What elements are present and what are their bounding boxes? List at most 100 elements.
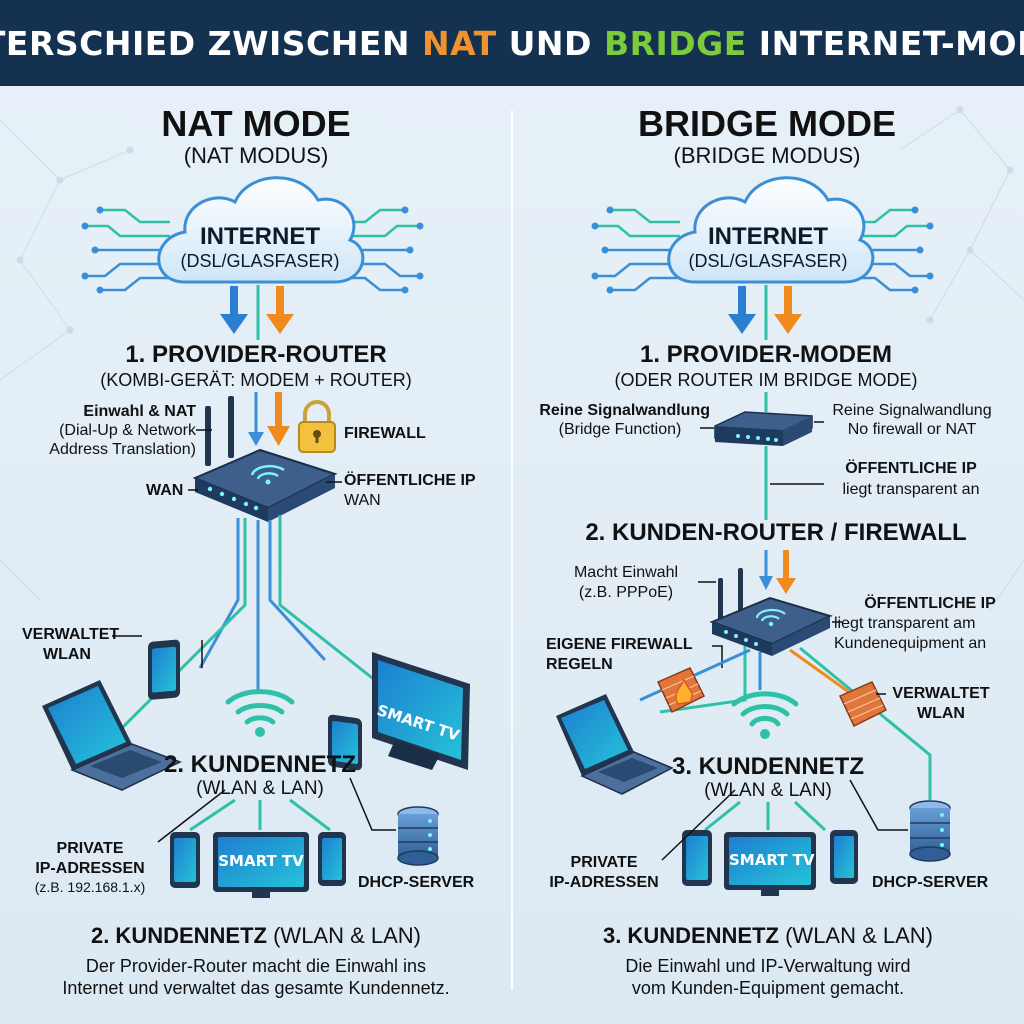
bridge-mode-subtitle: (BRIDGE MODUS) — [673, 143, 861, 168]
nat-bottom-cables — [189, 798, 331, 832]
page-title: UNTERSCHIED ZWISCHEN NAT UND BRIDGE INTE… — [0, 24, 1024, 63]
nat-firewall-label: FIREWALL — [344, 425, 426, 442]
nat-cloud-title: INTERNET — [200, 223, 320, 250]
nat-laptop-icon — [42, 680, 182, 791]
nat-footer-title: 2. KUNDENNETZ (WLAN & LAN) — [40, 923, 472, 949]
background-network-pattern — [0, 106, 1024, 611]
nat-router-icon — [192, 396, 338, 522]
bridge-footer-line2: vom Kunden-Equipment gemacht. — [631, 978, 905, 998]
bridge-cloud-arrows — [728, 285, 802, 340]
nat-wifi-icon — [225, 689, 295, 725]
title-nat: NAT — [422, 23, 497, 63]
nat-footer-line2: Internet und verwaltet das gesamte Kunde… — [62, 978, 450, 998]
bridge-section1-subtitle: (ODER ROUTER IM BRIDGE MODE) — [614, 370, 918, 390]
title-bridge: BRIDGE — [603, 23, 747, 63]
bridge-signal-right-line1: Reine Signalwandlung — [832, 402, 992, 419]
nat-smart-tv-big-icon — [372, 652, 470, 770]
bridge-network-subtitle: (WLAN & LAN) — [704, 780, 832, 801]
bridge-private-line1: PRIVATE — [570, 854, 638, 871]
nat-cloud-arrows — [220, 285, 294, 340]
bridge-bottom-cables — [704, 800, 827, 832]
nat-firewall-lock-icon — [298, 400, 336, 453]
nat-dhcp-label: DHCP-SERVER — [358, 874, 475, 891]
bridge-router-arrows — [759, 550, 796, 594]
bridge-signal-left-line1: Reine Signalwandlung — [539, 402, 710, 419]
nat-callout-lines-top — [188, 429, 342, 491]
bridge-callout-lines-mid — [698, 581, 842, 668]
bridge-public-ip2-line1: liegt transparent am — [834, 615, 976, 632]
bridge-signal-right-line2: No firewall or NAT — [847, 421, 977, 438]
nat-mode-title: NAT MODE — [161, 103, 351, 144]
bridge-signal-left-line2: (Bridge Function) — [558, 421, 682, 438]
bridge-own-firewall-line2: REGELN — [546, 656, 613, 673]
nat-section1-title: 1. PROVIDER-ROUTER — [125, 341, 387, 368]
nat-verwaltet-line1: VERWALTET — [22, 626, 120, 643]
bridge-section2-title: 2. KUNDEN-ROUTER / FIREWALL — [585, 519, 967, 546]
bridge-firewall-brick-icon-right — [838, 681, 888, 728]
nat-mode-subtitle: (NAT MODUS) — [183, 143, 329, 168]
nat-footer-title-bold: 2. KUNDENNETZ — [90, 923, 267, 948]
nat-wan-label: WAN — [146, 482, 184, 499]
nat-network-subtitle: (WLAN & LAN) — [196, 778, 324, 799]
nat-bottom-tv-label: SMART TV — [218, 852, 304, 870]
nat-bottom-phone-icon — [170, 832, 200, 888]
bridge-footer-title-normal: (WLAN & LAN) — [778, 923, 934, 948]
bridge-public-ip2-title: ÖFFENTLICHE IP — [864, 595, 996, 612]
bridge-bottom-tv-icon — [724, 832, 816, 896]
title-banner: UNTERSCHIED ZWISCHEN NAT UND BRIDGE INTE… — [0, 0, 1024, 86]
bridge-einwahl-line2: (z.B. PPPoE) — [578, 584, 674, 601]
nat-phone-icon — [148, 639, 180, 700]
nat-einwahl-line1: (Dial-Up & Network — [59, 422, 196, 439]
nat-section1-subtitle: (KOMBI-GERÄT: MODEM + ROUTER) — [100, 370, 412, 390]
bridge-callout-lines-top — [700, 421, 824, 485]
bridge-verwaltet-line1: VERWALTET — [892, 685, 990, 702]
nat-callout-lines-bottom — [112, 635, 396, 843]
bridge-dhcp-server-icon — [909, 800, 951, 862]
bridge-verwaltet-line2: WLAN — [917, 705, 965, 722]
center-divider — [511, 110, 513, 990]
nat-footer-title-normal: (WLAN & LAN) — [266, 923, 422, 948]
bridge-firewall-brick-icon-left — [656, 667, 706, 714]
nat-tablet-icon — [328, 714, 362, 771]
nat-private-line1: PRIVATE — [56, 840, 124, 857]
bridge-footer-line1: Die Einwahl und IP-Verwaltung wird — [625, 956, 911, 976]
bridge-section1-title: 1. PROVIDER-MODEM — [639, 341, 893, 368]
bridge-bottom-phone-icon — [682, 830, 712, 886]
nat-einwahl-title: Einwahl & NAT — [83, 403, 196, 420]
bridge-laptop-icon — [556, 694, 674, 795]
nat-public-ip-title: ÖFFENTLICHE IP — [344, 472, 476, 489]
nat-einwahl-line2: Address Translation) — [49, 441, 196, 458]
bridge-footer-title: 3. KUNDENNETZ (WLAN & LAN) — [552, 923, 984, 949]
nat-public-ip-sub: WAN — [344, 492, 381, 509]
nat-network-title: 2. KUNDENNETZ — [163, 751, 356, 778]
bridge-dhcp-label: DHCP-SERVER — [872, 874, 989, 891]
bridge-callout-lines-bottom — [661, 779, 908, 861]
bridge-mode-title: BRIDGE MODE — [637, 103, 896, 144]
nat-cloud-circuit-lines — [81, 206, 424, 294]
nat-dhcp-server-icon — [397, 806, 439, 866]
bridge-einwahl-line1: Macht Einwahl — [573, 564, 679, 581]
nat-footer-line1: Der Provider-Router macht die Einwahl in… — [85, 956, 427, 976]
bridge-footer-title-bold: 3. KUNDENNETZ — [602, 923, 779, 948]
bridge-bottom-tablet-icon — [830, 830, 858, 884]
nat-bottom-tv-icon — [213, 832, 309, 898]
nat-router-arrows — [248, 392, 290, 446]
nat-bottom-tablet-icon — [318, 832, 346, 886]
bridge-public-ip1-sub: liegt transparent an — [842, 481, 980, 498]
bridge-bottom-tv-label: SMART TV — [729, 851, 815, 869]
bridge-cloud-title: INTERNET — [708, 223, 828, 250]
nat-cloud-icon — [157, 176, 365, 284]
bridge-cloud-subtitle: (DSL/GLASFASER) — [688, 251, 848, 271]
bridge-network-title: 3. KUNDENNETZ — [671, 753, 864, 780]
nat-verwaltet-line2: WLAN — [43, 646, 91, 663]
title-part-2: UND — [496, 23, 604, 63]
nat-cloud-subtitle: (DSL/GLASFASER) — [180, 251, 340, 271]
bridge-private-line2: IP-ADRESSEN — [549, 874, 659, 891]
bridge-wifi-icon — [731, 691, 799, 727]
nat-private-line3: (z.B. 192.168.1.x) — [34, 879, 146, 895]
title-part-3: INTERNET-MODUS — [758, 23, 1024, 63]
bridge-own-firewall-line1: EIGENE FIREWALL — [546, 636, 693, 653]
bridge-public-ip1-title: ÖFFENTLICHE IP — [845, 460, 977, 477]
